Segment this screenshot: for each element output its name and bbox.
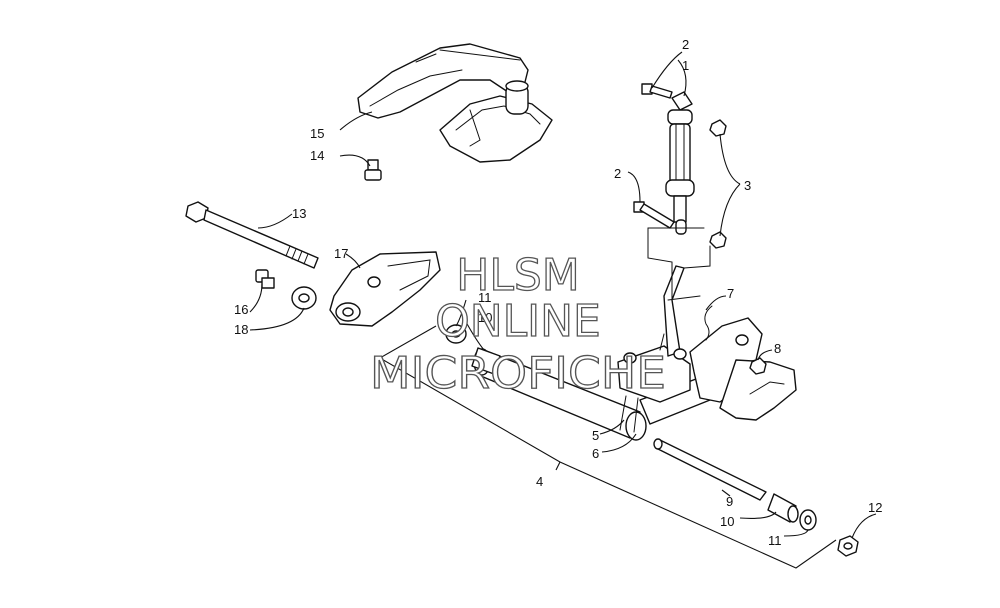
part-14-bolt <box>364 159 382 181</box>
part-11-washer-upper <box>445 324 467 344</box>
part-7-spring <box>704 305 713 341</box>
callout-label: 11 <box>768 533 782 548</box>
callout-label: 1 <box>682 58 689 73</box>
watermark-line-2: ONLINE <box>435 296 601 347</box>
part-1-shock-absorber <box>665 91 695 235</box>
callout-label: 2 <box>614 166 621 181</box>
callout-label: 8 <box>774 341 781 356</box>
callout-label: 7 <box>727 286 734 301</box>
callout-label: 4 <box>536 474 543 489</box>
callout-label: 10 <box>720 514 734 529</box>
watermark-line-1: HLSM <box>456 250 580 301</box>
callout-label: 16 <box>234 302 248 317</box>
callout-label: 5 <box>592 428 599 443</box>
part-2-bolt-upper <box>641 83 673 99</box>
part-13-long-bolt <box>185 201 319 269</box>
part-10-bushing-lower <box>767 493 799 523</box>
callout-label: 6 <box>592 446 599 461</box>
callout-label: 17 <box>334 246 348 261</box>
callout-label: 9 <box>726 494 733 509</box>
part-15-bracket <box>357 43 553 163</box>
part-16-stud <box>255 269 275 289</box>
part-12-nut <box>837 535 859 557</box>
part-9-shaft <box>653 438 767 501</box>
callout-label: 18 <box>234 322 248 337</box>
part-3-nut-lower <box>709 231 727 249</box>
part-11-washer-lower <box>799 509 817 531</box>
callout-label: 10 <box>478 310 492 325</box>
part-4-rear-arm <box>471 265 797 441</box>
part-3-nut-upper <box>709 119 727 137</box>
callouts: 1 2 2 3 4 5 6 7 8 9 10 10 11 11 12 13 14… <box>234 37 882 548</box>
callout-label: 15 <box>310 126 324 141</box>
callout-label: 12 <box>868 500 882 515</box>
part-17-mount <box>329 251 441 327</box>
callout-label: 2 <box>682 37 689 52</box>
leader-lines <box>249 51 877 569</box>
callout-label: 14 <box>310 148 324 163</box>
part-18-washer <box>291 286 317 310</box>
callout-label: 3 <box>744 178 751 193</box>
part-8-bolt <box>749 357 767 375</box>
part-2-bolt-lower <box>633 201 675 229</box>
watermark-line-3: MICROFICHE <box>370 348 666 399</box>
watermark: HLSM ONLINE MICROFICHE <box>369 249 666 399</box>
callout-label: 13 <box>292 206 306 221</box>
callout-label: 11 <box>478 290 492 305</box>
